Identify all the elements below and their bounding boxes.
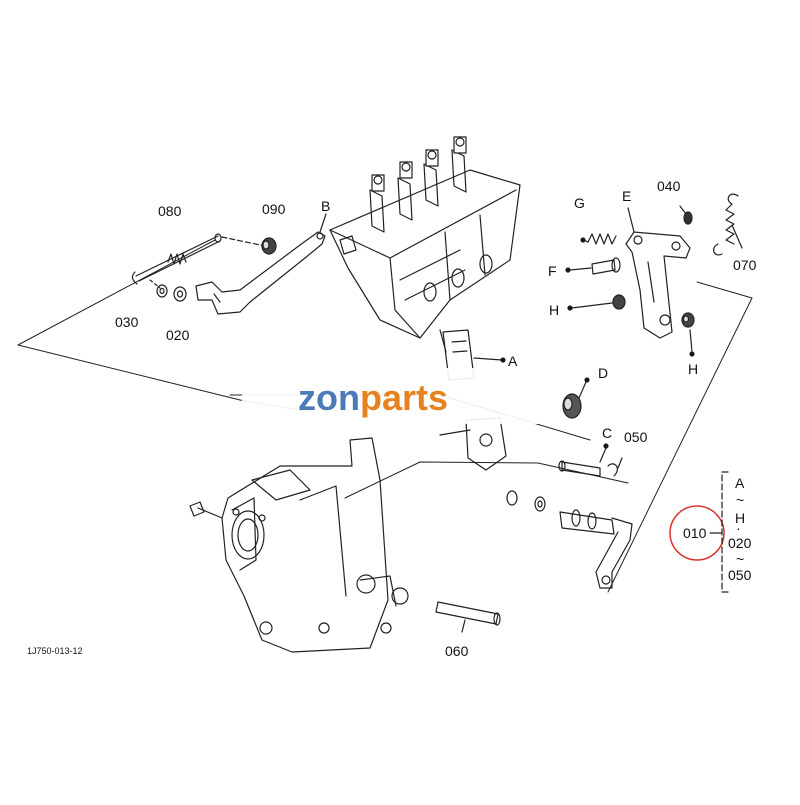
watermark-brand-part1: zon xyxy=(298,377,360,418)
watermark-text: zonparts xyxy=(298,377,448,418)
label-070: 070 xyxy=(733,257,757,273)
watermark-brand-part2: parts xyxy=(360,377,448,418)
pin-c xyxy=(558,443,609,477)
range-tilde-1: ~ xyxy=(736,492,744,508)
lever-010 xyxy=(559,509,633,589)
part-labels: 080 090 B 030 020 A G E 040 070 F H H D … xyxy=(115,178,757,659)
washers-shaft xyxy=(506,490,546,512)
lever-b xyxy=(195,213,327,315)
bushing-h-right xyxy=(681,312,695,357)
bushing-090 xyxy=(261,237,277,255)
highlight-circle xyxy=(669,505,725,561)
washer-040 xyxy=(679,205,693,225)
label-050: 050 xyxy=(624,429,648,445)
injection-pump xyxy=(329,136,521,353)
label-b: B xyxy=(321,198,330,214)
bushing-h-left xyxy=(567,294,626,311)
range-note: A ~ H · 020 ~ 050 xyxy=(709,471,752,593)
label-020: 020 xyxy=(166,327,190,343)
label-c: C xyxy=(602,425,612,441)
range-to: H xyxy=(735,510,745,526)
range-line-2: 020 xyxy=(728,535,752,551)
label-h-right: H xyxy=(688,361,698,377)
gear-case xyxy=(189,437,409,653)
spring-070 xyxy=(713,193,743,256)
washer-020 xyxy=(173,286,187,302)
highlight-010: 010 xyxy=(669,505,725,561)
label-a: A xyxy=(508,353,518,369)
bushing-d xyxy=(562,377,590,419)
label-g: G xyxy=(574,195,585,211)
label-e: E xyxy=(622,188,631,204)
range-tilde-2: ~ xyxy=(736,551,744,567)
range-dot: · xyxy=(736,520,741,536)
label-030: 030 xyxy=(115,314,139,330)
label-010: 010 xyxy=(683,525,707,541)
label-080: 080 xyxy=(158,203,182,219)
pin-f xyxy=(565,257,621,275)
spring-g xyxy=(580,233,617,245)
range-line-3: 050 xyxy=(728,567,752,583)
range-from: A xyxy=(735,475,745,491)
label-h-left: H xyxy=(549,302,559,318)
label-040: 040 xyxy=(657,178,681,194)
rod-080 xyxy=(131,233,266,289)
shaft-060 xyxy=(435,601,501,633)
lever-e xyxy=(625,207,691,339)
label-f: F xyxy=(548,263,557,279)
label-060: 060 xyxy=(445,643,469,659)
label-d: D xyxy=(598,365,608,381)
clip-050 xyxy=(607,457,623,477)
figure-ref: 1J750-013-12 xyxy=(27,646,83,656)
label-090: 090 xyxy=(262,201,286,217)
watermark: zonparts xyxy=(242,368,554,424)
washer-030 xyxy=(156,284,168,298)
